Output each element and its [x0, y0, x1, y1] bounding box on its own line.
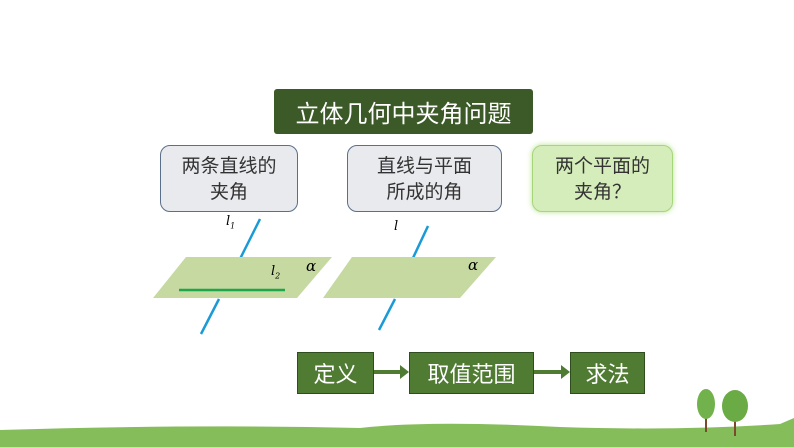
card-text: 两条直线的 [181, 154, 277, 177]
tree-icon [697, 389, 748, 436]
flow-definition: 定义 [297, 352, 374, 394]
card-line-line-angle: 两条直线的 夹角 [160, 145, 298, 212]
card-text: 夹角？ [573, 180, 631, 203]
card-plane-plane-angle: 两个平面的 夹角？ [532, 145, 673, 212]
label-alpha-1: α [306, 257, 317, 275]
card-text: 直线与平面 [376, 154, 472, 177]
ground-hill [0, 418, 794, 447]
card-line-plane-angle: 直线与平面 所成的角 [347, 145, 502, 212]
label-alpha-2: α [468, 256, 479, 274]
card-text: 所成的角 [386, 180, 463, 203]
page-title: 立体几何中夹角问题 [274, 89, 533, 134]
label-l1: l1 [226, 214, 236, 231]
label-l2: l2 [271, 264, 281, 281]
flow-arrows [373, 365, 570, 379]
card-text: 两个平面的 [554, 154, 650, 177]
line-line-angle-figure [153, 218, 332, 335]
flow-method: 求法 [570, 352, 645, 394]
flow-range: 取值范围 [409, 352, 534, 394]
label-l: l [394, 219, 399, 234]
card-text: 夹角 [209, 180, 248, 203]
line-plane-angle-figure [323, 225, 496, 331]
